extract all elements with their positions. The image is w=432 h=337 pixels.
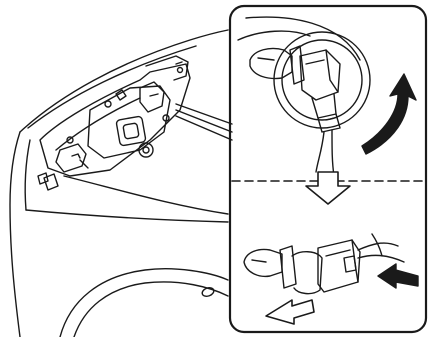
car-body-outline <box>10 30 228 337</box>
press-arrow-icon <box>378 264 418 288</box>
bulb-removed <box>244 234 404 294</box>
callout-leader-lines <box>176 104 232 140</box>
down-arrow-icon <box>306 172 350 204</box>
bulb-in-housing <box>238 17 370 176</box>
pull-arrow-icon <box>266 300 314 324</box>
